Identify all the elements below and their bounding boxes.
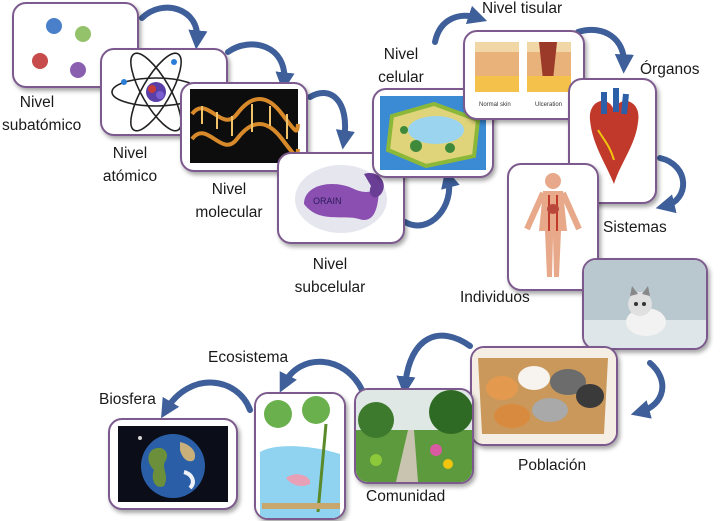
label-organos: Órganos	[640, 61, 700, 78]
card-molecular	[180, 82, 308, 172]
molecule-text: ORAIN	[313, 196, 342, 206]
cats-in-box-image	[472, 348, 616, 444]
arrow-organos-to-sistemas	[655, 155, 687, 214]
ecosystem-image	[256, 394, 344, 518]
card-poblacion	[470, 346, 618, 446]
card-subcelular: ORAIN	[277, 152, 405, 244]
card-comunidad	[354, 388, 474, 484]
arrow-comunidad-to-ecosistema	[279, 358, 365, 393]
arrow-ecosistema-to-biosfera	[161, 379, 253, 419]
arrow-poblacion-to-comunidad	[396, 332, 473, 396]
plant-cell-image	[380, 96, 486, 170]
card-celular	[372, 88, 494, 178]
label-poblacion: Población	[518, 457, 587, 474]
label-sistemas: Sistemas	[603, 219, 667, 236]
garden-image	[356, 390, 472, 482]
arrow-individuos-to-poblacion	[630, 360, 666, 419]
heart-image	[589, 88, 639, 184]
tissue-image: Normal skin Ulceration	[475, 42, 571, 108]
label-ecosistema: Ecosistema	[208, 349, 289, 366]
arrow-subcelular-to-celular	[402, 168, 460, 229]
label-biosfera: Biosfera	[99, 391, 156, 408]
human-body-image	[524, 173, 582, 277]
earth-image	[118, 426, 228, 502]
card-individuos	[582, 258, 708, 350]
kitten-image	[584, 260, 706, 348]
subatomic-particles-image	[32, 18, 91, 78]
label-comunidad: Comunidad	[366, 488, 446, 505]
card-ecosistema	[254, 392, 346, 520]
mitochondria-image: ORAIN	[295, 165, 387, 233]
tissue-caption-ulcer: Ulceration	[535, 102, 562, 108]
label-tisular: Nivel tisular	[482, 0, 563, 17]
label-individuos: Individuos	[460, 289, 530, 306]
card-biosfera	[108, 418, 238, 510]
arrow-molecular-to-molecular2	[307, 90, 355, 150]
arrow-atomic-to-molecular	[225, 41, 295, 92]
card-tisular: Normal skin Ulceration	[463, 30, 585, 120]
tissue-caption-normal: Normal skin	[479, 102, 511, 108]
arrow-subatomic-to-atomic	[139, 4, 208, 50]
